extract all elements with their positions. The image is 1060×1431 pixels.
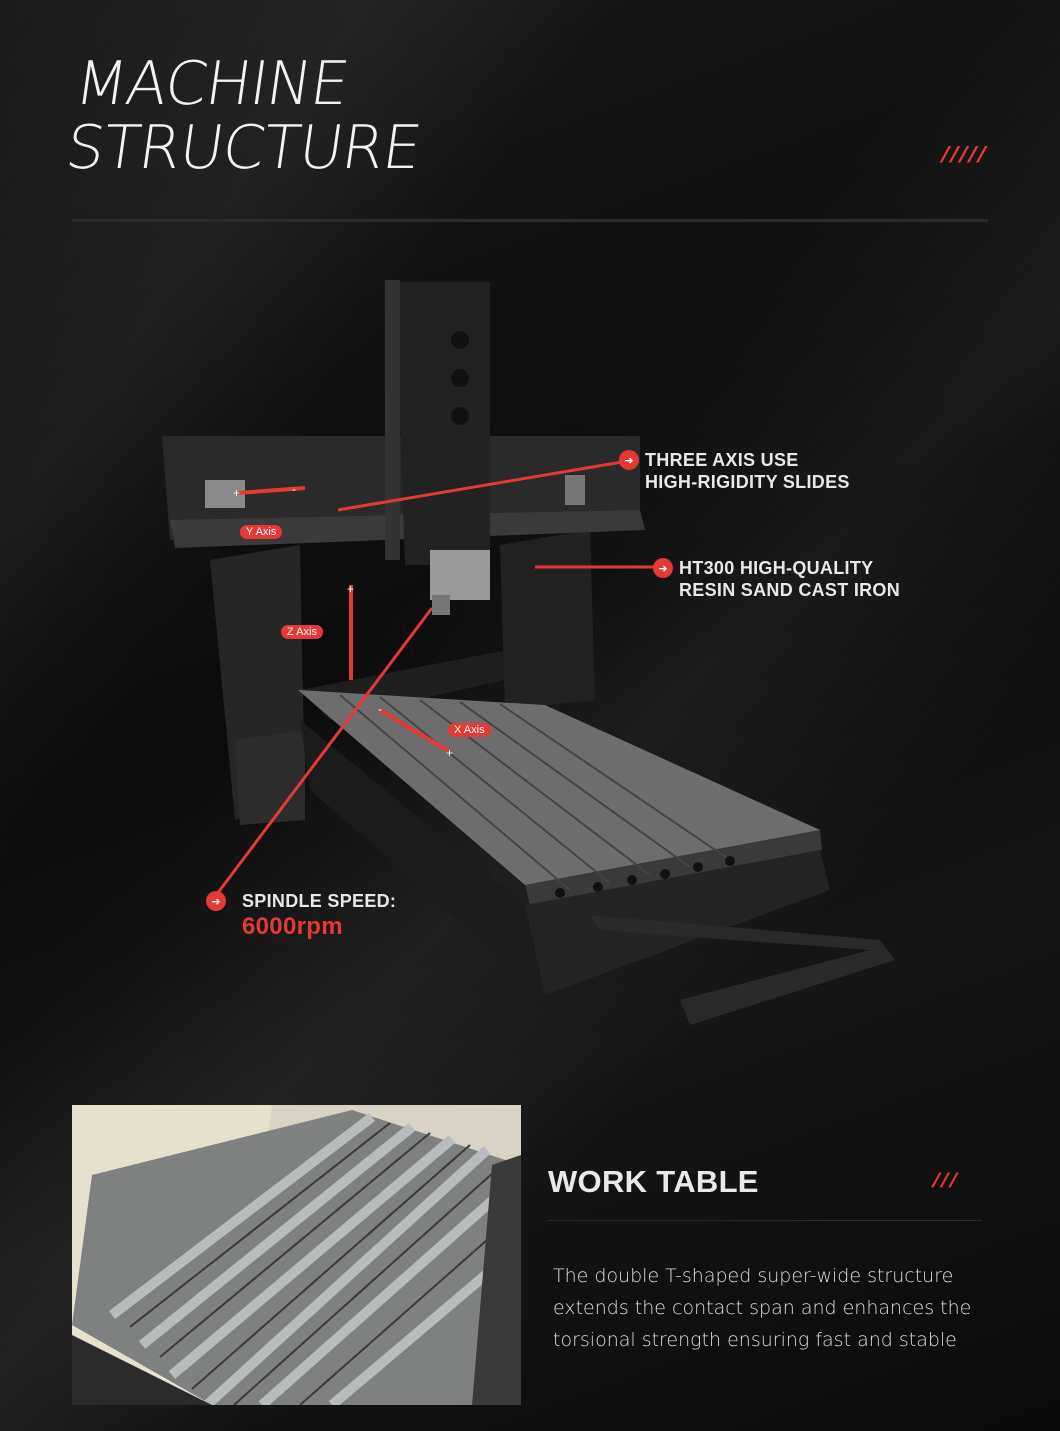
base-frame-extension	[590, 915, 895, 1025]
callout-slides: ➜ THREE AXIS USE HIGH-RIGIDITY SLIDES	[619, 449, 850, 493]
svg-text:+: +	[446, 746, 453, 760]
callout-iron: ➜ HT300 HIGH-QUALITY RESIN SAND CAST IRO…	[653, 557, 900, 601]
arrow-right-circle-icon: ➜	[206, 891, 226, 911]
callout-slides-line1: THREE AXIS USE	[645, 450, 799, 470]
right-column	[500, 530, 595, 710]
gantry-machine-illustration: + - + - +	[162, 280, 895, 1025]
title-line-1: MACHINE	[70, 49, 353, 119]
callout-spindle-line1: SPINDLE SPEED:	[242, 891, 397, 911]
work-table-photo	[72, 1105, 521, 1405]
work-table-title: WORK TABLE	[548, 1164, 759, 1199]
svg-text:-: -	[378, 702, 382, 716]
callout-slides-line2: HIGH-RIGIDITY SLIDES	[645, 472, 850, 492]
z-column	[395, 282, 490, 565]
x-axis-label: X Axis	[448, 723, 491, 737]
svg-text:+: +	[233, 486, 240, 500]
page-title: MACHINE STRUCTURE	[61, 49, 433, 183]
header-divider	[72, 219, 988, 222]
work-table-description: The double T-shaped super-wide structure…	[553, 1265, 972, 1351]
arrow-right-circle-icon: ➜	[619, 450, 639, 470]
svg-text:+: +	[347, 582, 354, 596]
z-axis-label: Z Axis	[281, 625, 323, 639]
title-line-2: STRUCTURE	[61, 113, 425, 183]
callout-iron-line2: RESIN SAND CAST IRON	[679, 580, 901, 600]
callout-iron-line1: HT300 HIGH-QUALITY	[679, 558, 874, 578]
svg-text:-: -	[292, 482, 296, 496]
spindle-speed-value: 6000rpm	[242, 913, 343, 940]
arrow-right-circle-icon: ➜	[653, 558, 673, 578]
work-table-divider	[548, 1220, 982, 1221]
y-axis-label: Y Axis	[240, 525, 283, 539]
spindle-head	[430, 550, 490, 600]
callout-spindle: ➜ SPINDLE SPEED: 6000rpm	[206, 890, 396, 942]
